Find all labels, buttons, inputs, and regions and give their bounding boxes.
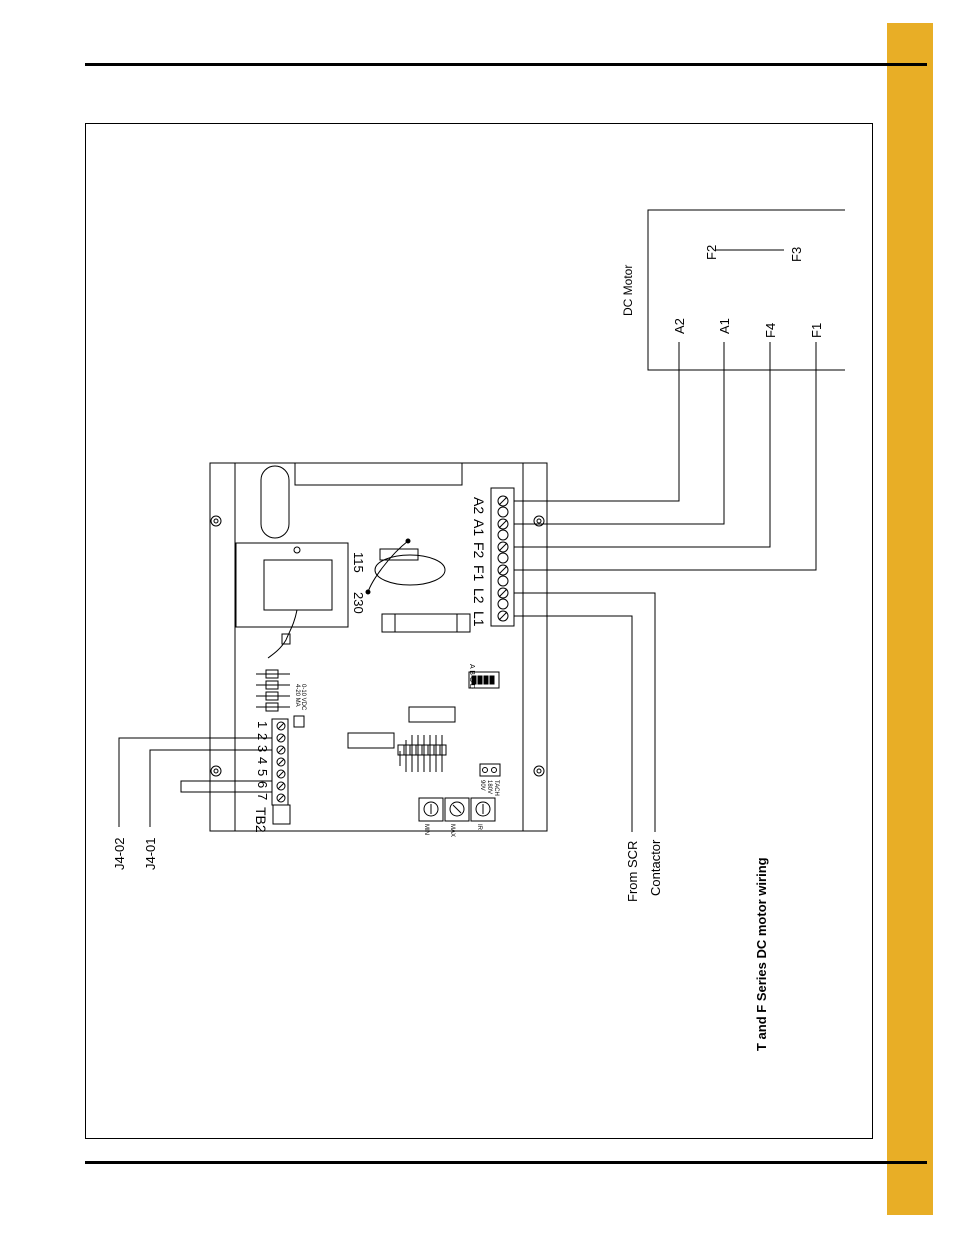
- figure-caption: T and F Series DC motor wiring: [754, 857, 769, 1051]
- tb2-terminal-5: 5: [255, 769, 270, 776]
- from-scr-label: From SCR: [625, 841, 640, 902]
- transformer: [236, 543, 348, 627]
- contactor-label: Contactor: [648, 839, 663, 896]
- pot-min-label: MIN: [423, 824, 429, 835]
- tach-label: TACH: [493, 780, 499, 796]
- voltage-115-label: 115: [351, 552, 366, 573]
- heatsink-strip: [295, 463, 462, 485]
- tb2-terminal-2: 2: [255, 733, 270, 740]
- mount-hole-3: [211, 766, 221, 776]
- field-terminal-f2: F2: [704, 245, 719, 260]
- j4-01-label: J4-01: [143, 837, 158, 870]
- motor-terminal-f1: F1: [809, 323, 824, 338]
- motor-terminal-a2: A2: [672, 318, 687, 334]
- tb2-label: TB2: [253, 807, 269, 833]
- board-terminal-a1: A1: [471, 519, 487, 536]
- motor-terminal-a1: A1: [717, 318, 732, 334]
- resistor-network: [398, 735, 446, 772]
- tb2-terminal-1: 1: [255, 721, 270, 728]
- mounting-slot: [261, 466, 289, 538]
- ic-1: [409, 707, 455, 722]
- tb2-terminal-block: [272, 719, 288, 805]
- j4-02-label: J4-02: [112, 837, 127, 870]
- motor-title: DC Motor: [621, 265, 635, 316]
- wire-a2: [514, 342, 679, 501]
- tach-180v-label: 180V: [486, 780, 492, 794]
- tb2-terminal-4: 4: [255, 757, 270, 764]
- wire-a1: [514, 342, 724, 524]
- motor-terminal-f4: F4: [763, 323, 778, 338]
- field-terminal-f3: F3: [789, 247, 804, 262]
- board-terminal-f1: F1: [471, 565, 487, 582]
- signal-resistors: [256, 670, 290, 711]
- pot-ir-label: IR: [476, 824, 482, 831]
- wire-l2-contactor: [514, 593, 655, 832]
- board-terminal-l2: L2: [471, 588, 487, 604]
- motor-box: [648, 210, 845, 370]
- mount-hole-1: [211, 516, 221, 526]
- wiring: [119, 342, 816, 832]
- board-terminal-l1: L1: [471, 611, 487, 627]
- tb2-terminal-6: 6: [255, 781, 270, 788]
- wire-f1: [514, 342, 816, 570]
- tb2-terminal-3: 3: [255, 745, 270, 752]
- wire-l1-scr: [514, 616, 632, 832]
- ic-2: [348, 733, 394, 748]
- dc-motor: [648, 210, 845, 370]
- power-terminal-block: [491, 488, 514, 626]
- dip-switch-label: A B C D: [468, 664, 475, 689]
- voltage-230-label: 230: [351, 592, 366, 614]
- wire-j4-02: [119, 738, 272, 827]
- wire-f2-f4: [514, 342, 770, 547]
- tach-90v-label: 90V: [479, 780, 485, 791]
- signal-ma-label: 4-20 MA: [294, 684, 300, 707]
- board-terminal-f2: F2: [471, 542, 487, 559]
- board-terminal-a2: A2: [471, 497, 487, 514]
- mount-hole-4: [534, 766, 544, 776]
- tb2-terminal-7: 7: [255, 793, 270, 800]
- tb2-marker: [273, 805, 290, 824]
- pot-max-label: MAX: [449, 824, 455, 837]
- signal-jumper: [294, 716, 304, 727]
